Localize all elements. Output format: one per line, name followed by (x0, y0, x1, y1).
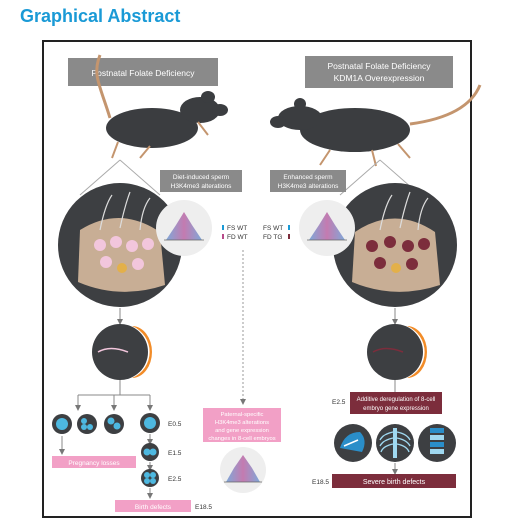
left-alteration-box (160, 170, 242, 192)
birth-defects-text: Birth defects (135, 504, 172, 511)
right-legend-fs-wt: FS WT (263, 225, 283, 232)
right-histogram-shape (309, 212, 345, 240)
stage-label-e25: E2.5 (168, 476, 182, 483)
skull-defect-illustration (334, 424, 372, 462)
paternal-specific-box (203, 408, 281, 442)
right-alteration-line2: H3K4me3 alterations (278, 183, 339, 190)
paternal-line4: changes in 8-cell embryos (208, 436, 275, 442)
left-legend-fd-wt: FD WT (227, 234, 248, 241)
right-seminiferous-tubule-illustration (333, 183, 457, 307)
left-mouse-illustration (95, 54, 228, 159)
paternal-line2: H3K4me3 alterations (215, 420, 269, 426)
ribcage-defect-illustration (376, 424, 414, 462)
paternal-line3: and gene expression (215, 428, 269, 434)
left-header-box (68, 58, 218, 86)
abstract-frame (42, 40, 472, 518)
paternal-line1: Paternal-specific (221, 412, 264, 418)
normal-embryo-e05 (140, 413, 160, 433)
abnormal-embryos-row (52, 414, 124, 434)
center-histogram-shape (226, 455, 260, 482)
additive-line1: Additive deregulation of 8-cell (357, 397, 436, 403)
normal-embryo-e15 (141, 443, 159, 461)
pregnancy-losses-box (52, 456, 136, 468)
vertebrae-defect-illustration (418, 424, 456, 462)
normal-embryo-e25 (141, 469, 159, 487)
stage-label-e05: E0.5 (168, 421, 182, 428)
graphical-abstract-title: Graphical Abstract (20, 6, 181, 26)
left-alteration-line2: H3K4me3 alterations (171, 183, 232, 190)
left-header-text: Postnatal Folate Deficiency (92, 68, 196, 78)
severe-birth-defects-box (332, 474, 456, 488)
right-mouse-illustration (270, 84, 482, 167)
left-seminiferous-tubule-illustration (58, 183, 182, 307)
severe-birth-defects-text: Severe birth defects (363, 479, 426, 486)
right-header-line1: Postnatal Folate Deficiency (328, 61, 432, 71)
left-histogram-shape (166, 212, 202, 240)
right-alteration-box (270, 170, 346, 192)
right-header-box (305, 56, 453, 88)
stage-label-e185-left: E18.5 (195, 504, 212, 511)
birth-defects-box (115, 500, 191, 512)
left-alteration-line1: Diet-induced sperm (173, 174, 229, 181)
additive-line2: embryo gene expression (363, 406, 429, 412)
stage-label-e15: E1.5 (168, 450, 182, 457)
right-legend-fd-tg: FD TG (263, 234, 282, 241)
right-header-line2: KDM1A Overexpression (334, 73, 425, 83)
left-fertilization-illustration (92, 324, 152, 380)
additive-deregulation-box (350, 392, 442, 414)
pregnancy-losses-text: Pregnancy losses (68, 460, 120, 467)
stage-label-e185-right: E18.5 (312, 479, 329, 486)
left-legend-fs-wt: FS WT (227, 225, 247, 232)
right-alteration-line1: Enhanced sperm (283, 174, 332, 181)
right-fertilization-illustration (367, 324, 427, 380)
stage-label-e25-right: E2.5 (332, 399, 346, 406)
